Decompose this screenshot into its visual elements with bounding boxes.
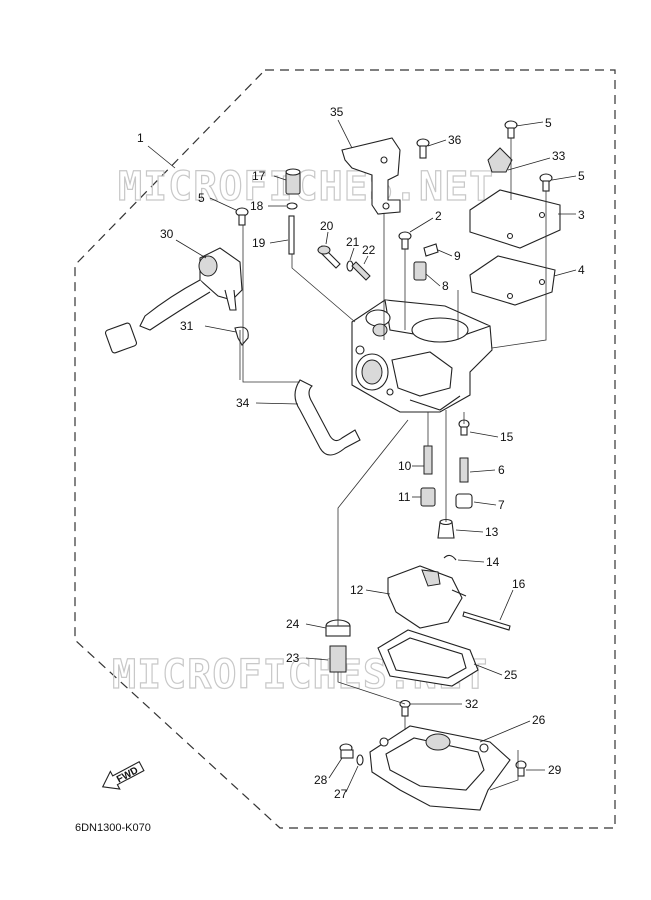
callout-1: 1 [137, 131, 144, 145]
callout-22: 22 [362, 243, 376, 257]
callout-15: 15 [500, 430, 514, 444]
callout-30: 30 [160, 227, 174, 241]
part-12-float [387, 565, 467, 629]
part-5-screw-a [504, 120, 518, 139]
part-23-spring [329, 645, 347, 673]
callout-6: 6 [498, 463, 505, 477]
part-34-hose [294, 379, 361, 456]
callout-8: 8 [442, 279, 449, 293]
part-36-screw [416, 138, 430, 159]
callout-13: 13 [485, 525, 499, 539]
part-2-screw [398, 231, 412, 250]
callout-9: 9 [454, 249, 461, 263]
callout-16: 16 [512, 577, 526, 591]
part-28-screw [339, 743, 354, 759]
part-27-oring [356, 754, 364, 766]
callout-35: 35 [330, 105, 344, 119]
part-5-screw-c [235, 207, 249, 226]
callout-17: 17 [252, 169, 266, 183]
part-18-oring [286, 202, 298, 210]
part-9-jet [423, 243, 439, 257]
callout-10: 10 [398, 459, 412, 473]
part-14-clip [443, 554, 457, 561]
callout-28: 28 [314, 773, 328, 787]
part-16-pin [462, 611, 511, 631]
leader-lines [147, 119, 577, 793]
part-11-jet [420, 487, 436, 507]
callout-20: 20 [320, 219, 334, 233]
callout-4: 4 [578, 263, 585, 277]
callout-2: 2 [435, 209, 442, 223]
callout-11: 11 [398, 490, 411, 504]
part-31-clip [234, 326, 249, 346]
part-7-plug [455, 493, 473, 509]
callout-23: 23 [286, 651, 300, 665]
callout-19: 19 [252, 236, 266, 250]
fwd-arrow: FWD [101, 761, 145, 790]
callout-24: 24 [286, 617, 300, 631]
callout-18: 18 [250, 199, 264, 213]
callout-27: 27 [334, 787, 348, 801]
part-26-float-chamber [369, 725, 511, 811]
part-17-plunger [285, 168, 301, 195]
part-30-enrichener [104, 247, 243, 354]
part-3-cover [469, 189, 561, 249]
part-6-jet [459, 457, 469, 483]
callout-12: 12 [350, 583, 364, 597]
part-35-bracket [341, 137, 401, 215]
watermark-top: MICROFICHES.NET [118, 164, 494, 210]
callout-5: 5 [198, 191, 205, 205]
callout-31: 31 [180, 319, 194, 333]
assembly-boundary [74, 69, 616, 829]
callout-26: 26 [532, 713, 546, 727]
callout-5: 5 [545, 116, 552, 130]
part-22-spring [351, 261, 371, 281]
part-8-jet [413, 261, 427, 281]
part-4-gasket [469, 255, 556, 306]
callout-34: 34 [236, 396, 250, 410]
part-25-gasket [377, 629, 479, 687]
part-20-pilot-screw [317, 245, 341, 269]
part-13-float-valve [437, 518, 455, 539]
callout-36: 36 [448, 133, 462, 147]
callout-7: 7 [498, 498, 505, 512]
part-29-screw [515, 760, 527, 777]
part-5-screw-b [539, 173, 553, 192]
callout-25: 25 [504, 668, 518, 682]
callout-21: 21 [346, 235, 360, 249]
callouts: 1 35 36 5 33 5 3 4 17 18 19 20 21 22 2 9… [137, 105, 585, 801]
part-10-jet [423, 445, 433, 475]
callout-14: 14 [486, 555, 500, 569]
fwd-label: FWD [115, 765, 140, 785]
callout-3: 3 [578, 208, 585, 222]
carburetor-body [351, 299, 493, 413]
callout-29: 29 [548, 763, 562, 777]
diagram-code: 6DN1300-K070 [75, 822, 151, 834]
part-33-lever [487, 147, 513, 173]
callout-33: 33 [552, 149, 566, 163]
part-19-rod [288, 215, 295, 255]
callout-32: 32 [465, 697, 479, 711]
callout-5: 5 [578, 169, 585, 183]
